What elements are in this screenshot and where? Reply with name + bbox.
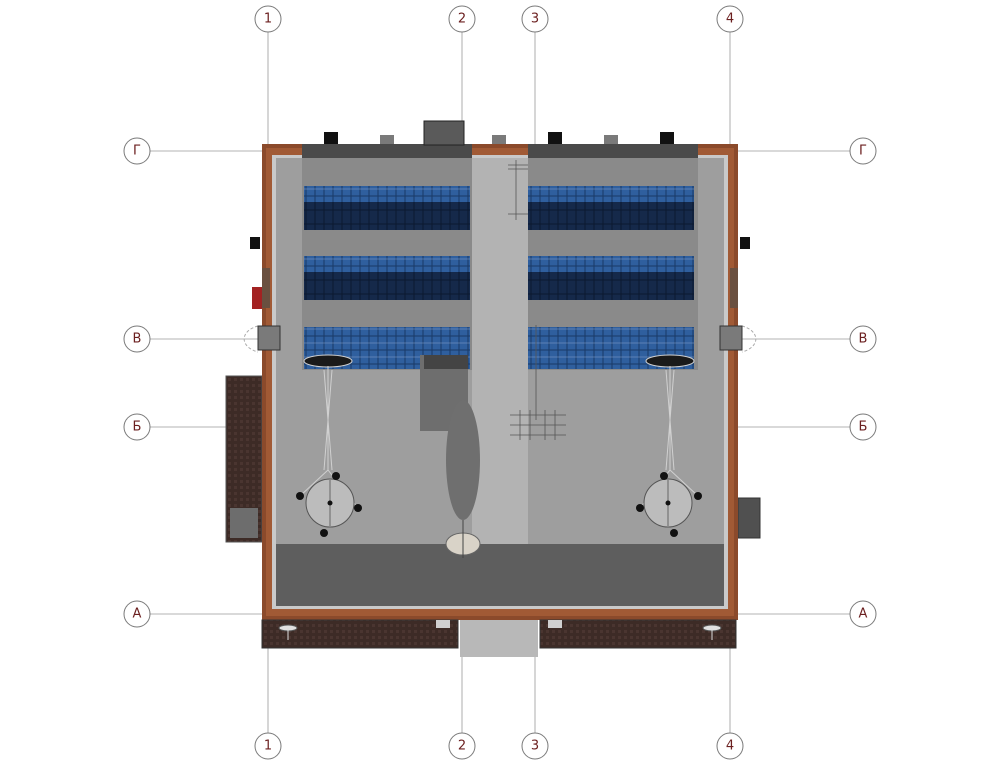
svg-text:А: А [859, 607, 868, 622]
grid-bubble-left-v: В [123, 325, 151, 353]
grid-bubble-left-g: Г [123, 137, 151, 165]
grid-bubble-left-a: А [123, 600, 151, 628]
grid-bubble-bottom-2: 2 [448, 732, 476, 760]
grid-lines [150, 32, 850, 733]
svg-text:1: 1 [264, 12, 272, 27]
svg-text:1: 1 [264, 739, 272, 754]
grid-bubble-top-1: 1 [254, 5, 282, 33]
svg-text:4: 4 [726, 12, 734, 27]
grid-bubble-right-g: Г [849, 137, 877, 165]
grid-bubble-bottom-1: 1 [254, 732, 282, 760]
svg-text:Б: Б [133, 420, 142, 435]
svg-text:Г: Г [859, 144, 867, 159]
grid-bubble-bottom-3: 3 [521, 732, 549, 760]
svg-text:4: 4 [726, 739, 734, 754]
svg-text:А: А [133, 607, 142, 622]
grid-bubble-right-a: А [849, 600, 877, 628]
svg-text:В: В [133, 332, 142, 347]
svg-text:2: 2 [458, 12, 466, 27]
svg-text:2: 2 [458, 739, 466, 754]
svg-text:Г: Г [133, 144, 141, 159]
grid-bubble-right-b: Б [849, 413, 877, 441]
grid-bubble-top-4: 4 [716, 5, 744, 33]
svg-text:3: 3 [531, 12, 539, 27]
grid-bubble-top-3: 3 [521, 5, 549, 33]
grid-bubble-left-b: Б [123, 413, 151, 441]
grid-bubble-top-2: 2 [448, 5, 476, 33]
svg-text:В: В [859, 332, 868, 347]
svg-text:3: 3 [531, 739, 539, 754]
grid-bubble-right-v: В [849, 325, 877, 353]
grid-bubble-bottom-4: 4 [716, 732, 744, 760]
svg-text:Б: Б [859, 420, 868, 435]
